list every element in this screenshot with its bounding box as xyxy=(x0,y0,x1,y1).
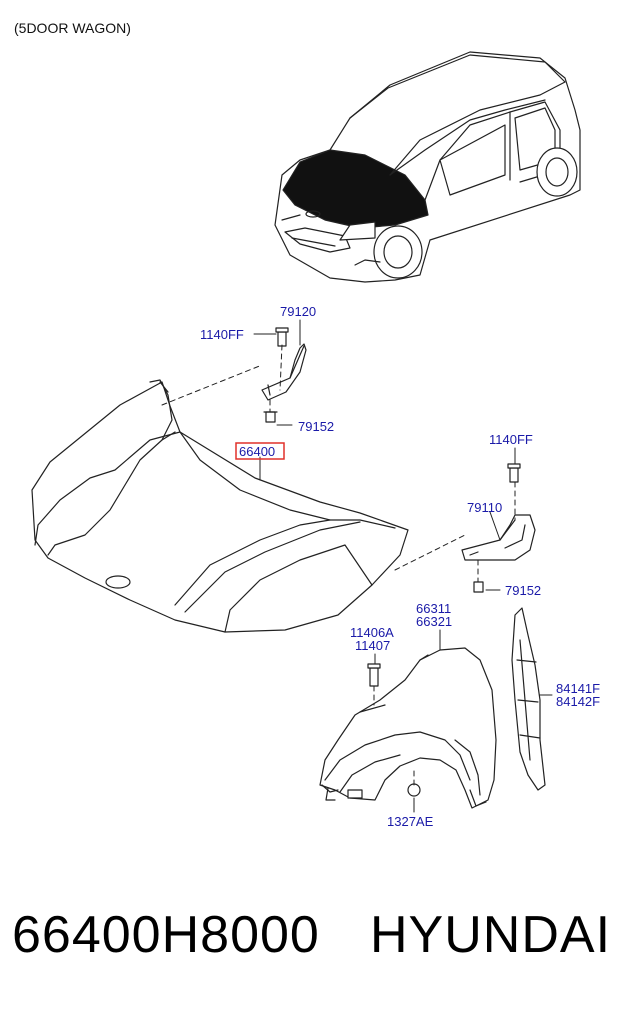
callout-66400: 66400 xyxy=(239,444,275,459)
hinge-79120 xyxy=(261,327,307,423)
callout-11406a: 11406A xyxy=(350,625,394,640)
callout-1140ff-right: 1140FF xyxy=(489,432,533,447)
callout-84142f: 84142F xyxy=(556,694,600,709)
callout-79120: 79120 xyxy=(280,304,316,319)
callout-1327ae: 1327AE xyxy=(387,814,434,829)
callout-66321: 66321 xyxy=(416,614,452,629)
car-illustration xyxy=(274,51,581,283)
callout-79110: 79110 xyxy=(467,500,502,515)
inner-panel-part xyxy=(511,607,546,791)
hinge-79110 xyxy=(461,463,536,593)
fender-part xyxy=(319,647,497,809)
callout-66400-highlight xyxy=(235,442,285,460)
callout-66311: 66311 xyxy=(416,601,451,616)
part-number: 66400H8000 xyxy=(12,906,320,964)
parts-diagram: 79120 1140FF 79152 66400 1140FF 79110 79… xyxy=(31,51,600,829)
hood-part xyxy=(31,379,409,633)
callout-84141f: 84141F xyxy=(556,681,600,696)
callout-1140ff-left: 1140FF xyxy=(200,327,244,342)
callout-79152-top: 79152 xyxy=(298,419,334,434)
diagram-heading: (5DOOR WAGON) xyxy=(14,20,131,36)
callout-11407: 11407 xyxy=(355,638,390,653)
brand-name: HYUNDAI xyxy=(370,906,612,964)
car-hood-highlight xyxy=(282,149,429,229)
callout-79152-right: 79152 xyxy=(505,583,541,598)
